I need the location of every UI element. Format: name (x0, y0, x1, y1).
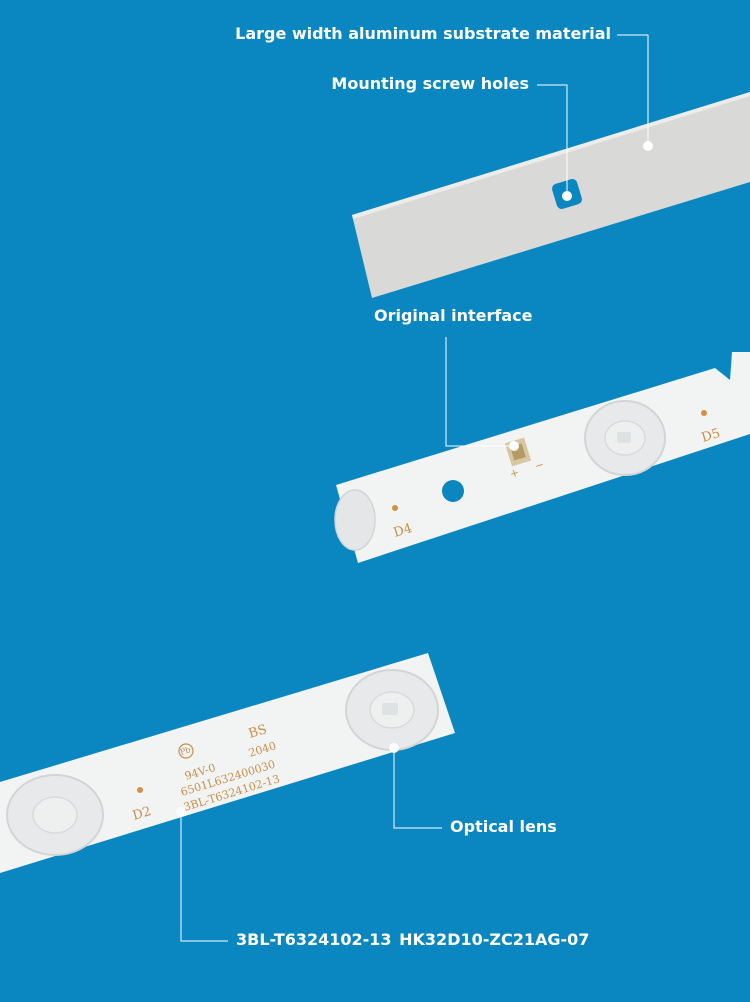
aluminum-strip (352, 92, 750, 298)
silkscreen-bs: BS (247, 722, 269, 742)
callout-model-number: 3BL-T6324102-13 HK32D10-ZC21AG-07 (236, 930, 590, 949)
callout-screw-holes: Mounting screw holes (331, 74, 529, 93)
mount-hole (442, 480, 464, 502)
callout-interface: Original interface (374, 306, 533, 325)
leader-lines (180, 34, 649, 942)
led-strip-bottom: Pb BS 94V-0 2040 6501L632400030 3BL-T632… (0, 653, 455, 873)
silkscreen-minus: − (533, 458, 546, 473)
silkscreen-d4: D4 (392, 521, 414, 541)
callout-lens: Optical lens (450, 817, 557, 836)
silkscreen-plus: + (508, 466, 521, 481)
callout-dots (176, 141, 653, 817)
silkscreen-pb: Pb (179, 745, 192, 757)
pb-free-icon (178, 743, 194, 759)
led-strip-middle: D4 D5 + − (334, 352, 750, 563)
silkscreen-d5: D5 (700, 426, 722, 446)
silkscreen-d2: D2 (131, 804, 153, 824)
callout-substrate: Large width aluminum substrate material (235, 24, 611, 43)
